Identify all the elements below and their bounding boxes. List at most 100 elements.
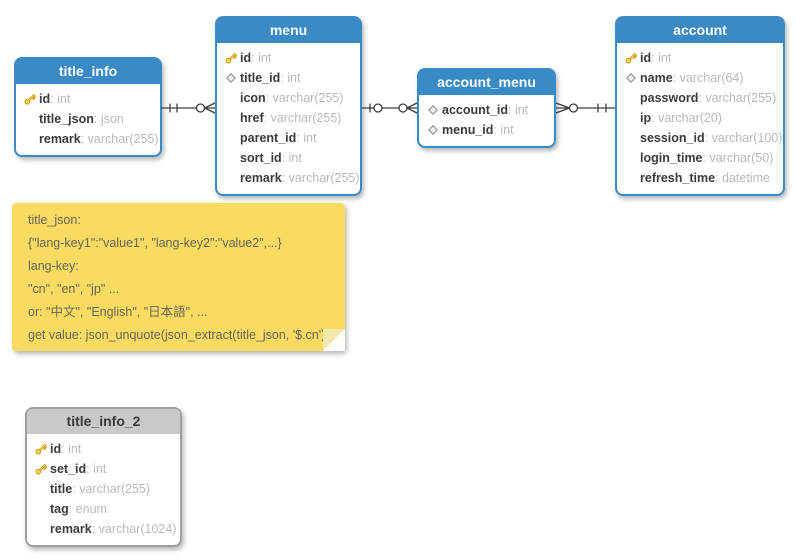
table-body: idint namevarchar(64) passwordvarchar(25…	[617, 43, 783, 194]
note-text: get value: json_unquote(json_extract(tit…	[28, 328, 326, 342]
relationship-title_info-menu[interactable]	[161, 100, 215, 116]
field-name: parent_id	[240, 131, 297, 145]
foreign-key-diamond-icon	[424, 104, 442, 116]
field-row[interactable]: passwordvarchar(255)	[617, 88, 783, 108]
field-type: json	[94, 112, 124, 126]
relationship-menu-account_menu[interactable]	[362, 100, 417, 116]
field-name: id	[39, 92, 51, 106]
field-row[interactable]: namevarchar(64)	[617, 68, 783, 88]
table-title[interactable]: menu	[217, 18, 360, 43]
field-row[interactable]: idint	[617, 48, 783, 68]
field-name: tag	[50, 502, 69, 516]
field-row[interactable]: session_idvarchar(100)	[617, 128, 783, 148]
table-account_menu[interactable]: account_menu account_idint menu_idint	[417, 68, 556, 148]
field-name: menu_id	[442, 123, 494, 137]
field-row[interactable]: title_jsonjson	[16, 109, 160, 129]
table-title[interactable]: account_menu	[419, 70, 554, 95]
field-row[interactable]: hrefvarchar(255)	[217, 108, 360, 128]
field-name: session_id	[640, 131, 705, 145]
field-type: int	[493, 123, 513, 137]
field-type: int	[50, 92, 70, 106]
foreign-key-diamond-icon	[622, 72, 640, 84]
table-title_info_2[interactable]: title_info_2 idint set_idint titlevarcha…	[25, 407, 182, 547]
field-type: varchar(255)	[81, 132, 159, 146]
field-type: int	[86, 462, 106, 476]
field-name: id	[50, 442, 62, 456]
field-row[interactable]: remarkvarchar(1024)	[27, 519, 180, 539]
table-title_info[interactable]: title_info idint title_jsonjson remarkva…	[14, 57, 162, 157]
field-row[interactable]: tagenum	[27, 499, 180, 519]
field-type: varchar(255)	[282, 171, 360, 185]
crowsfoot-zero-or-many-to-one-icon	[556, 102, 615, 114]
table-title[interactable]: account	[617, 18, 783, 43]
table-body: idint set_idint titlevarchar(255) tagenu…	[27, 434, 180, 545]
field-name: name	[640, 71, 673, 85]
crowsfoot-one-to-zero-or-many-icon	[161, 102, 215, 114]
field-name: title_json	[39, 112, 94, 126]
table-body: idint title_idint iconvarchar(255) hrefv…	[217, 43, 360, 194]
field-name: sort_id	[240, 151, 282, 165]
field-row[interactable]: menu_idint	[419, 120, 554, 140]
folded-corner-icon	[323, 329, 345, 351]
field-name: remark	[50, 522, 92, 536]
field-type: varchar(20)	[651, 111, 722, 125]
field-name: title	[50, 482, 73, 496]
field-name: remark	[240, 171, 282, 185]
field-row[interactable]: idint	[27, 439, 180, 459]
field-row[interactable]: account_idint	[419, 100, 554, 120]
table-title[interactable]: title_info	[16, 59, 160, 84]
field-type: enum	[69, 502, 107, 516]
field-type: varchar(255)	[266, 91, 344, 105]
table-body: account_idint menu_idint	[419, 95, 554, 146]
field-row[interactable]: idint	[16, 89, 160, 109]
field-name: href	[240, 111, 264, 125]
field-row[interactable]: login_timevarchar(50)	[617, 148, 783, 168]
foreign-key-diamond-icon	[222, 72, 240, 84]
note-text: or: "中文", "English", "日本語", ...	[28, 305, 208, 319]
field-row[interactable]: ipvarchar(20)	[617, 108, 783, 128]
field-name: id	[640, 51, 652, 65]
field-row[interactable]: remarkvarchar(255)	[217, 168, 360, 188]
field-type: int	[61, 442, 81, 456]
field-name: password	[640, 91, 699, 105]
relationship-account_menu-account[interactable]	[556, 100, 615, 116]
note-text: "cn", "en", "jp" ...	[28, 282, 120, 296]
table-body: idint title_jsonjson remarkvarchar(255)	[16, 84, 160, 155]
field-row[interactable]: sort_idint	[217, 148, 360, 168]
field-name: account_id	[442, 103, 508, 117]
field-name: ip	[640, 111, 652, 125]
field-row[interactable]: refresh_timedatetime	[617, 168, 783, 188]
field-row[interactable]: set_idint	[27, 459, 180, 479]
primary-key-icon	[21, 92, 39, 106]
field-row[interactable]: parent_idint	[217, 128, 360, 148]
field-type: datetime	[715, 171, 770, 185]
field-type: int	[651, 51, 671, 65]
field-row[interactable]: idint	[217, 48, 360, 68]
field-row[interactable]: iconvarchar(255)	[217, 88, 360, 108]
note-title-json[interactable]: title_json: {"lang-key1":"value1", "lang…	[12, 203, 345, 351]
field-name: login_time	[640, 151, 703, 165]
field-type: int	[280, 71, 300, 85]
note-text: title_json:	[28, 213, 81, 227]
table-title[interactable]: title_info_2	[27, 409, 180, 434]
field-row[interactable]: titlevarchar(255)	[27, 479, 180, 499]
field-row[interactable]: title_idint	[217, 68, 360, 88]
table-account[interactable]: account idint namevarchar(64) passwordva…	[615, 16, 785, 196]
field-type: varchar(255)	[264, 111, 342, 125]
primary-key-icon	[222, 51, 240, 65]
field-row[interactable]: remarkvarchar(255)	[16, 129, 160, 149]
field-type: int	[282, 151, 302, 165]
primary-key-icon	[622, 51, 640, 65]
field-name: id	[240, 51, 252, 65]
field-name: refresh_time	[640, 171, 716, 185]
field-name: set_id	[50, 462, 87, 476]
table-menu[interactable]: menu idint title_idint iconvarchar(255) …	[215, 16, 362, 196]
field-type: varchar(255)	[72, 482, 150, 496]
foreign-key-diamond-icon	[424, 124, 442, 136]
field-type: int	[508, 103, 528, 117]
field-type: varchar(255)	[698, 91, 776, 105]
field-type: varchar(64)	[673, 71, 744, 85]
field-type: varchar(50)	[703, 151, 773, 165]
field-name: title_id	[240, 71, 281, 85]
